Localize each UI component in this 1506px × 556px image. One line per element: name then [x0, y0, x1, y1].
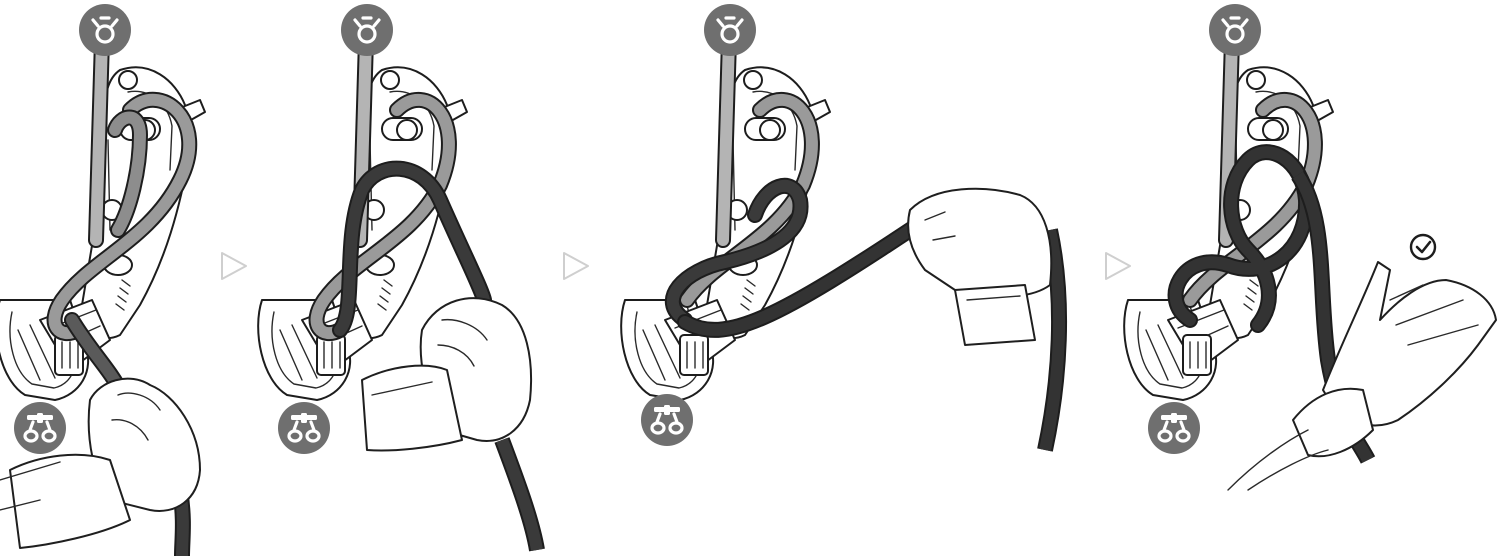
anchor-ring-icon	[1207, 2, 1263, 58]
harness-icon	[1146, 400, 1202, 456]
checkmark-circle-icon	[1409, 233, 1437, 261]
open-gloved-hand	[1227, 261, 1497, 491]
play-arrow-icon	[1105, 252, 1131, 280]
gloved-hand	[907, 187, 1053, 346]
step-4-panel	[1123, 2, 1497, 491]
play-arrow-icon	[563, 252, 589, 280]
play-arrow-icon	[221, 252, 247, 280]
harness-icon	[639, 392, 695, 448]
step-2-panel	[257, 2, 545, 552]
harness-icon	[276, 400, 332, 456]
anchor-ring-icon	[77, 2, 133, 58]
step-1-panel	[0, 2, 206, 556]
harness-icon	[12, 400, 68, 456]
anchor-ring-icon	[702, 2, 758, 58]
step-3-panel	[620, 2, 1068, 452]
gloved-hand	[0, 377, 201, 549]
anchor-ring-icon	[339, 2, 395, 58]
gloved-hand	[361, 297, 533, 452]
